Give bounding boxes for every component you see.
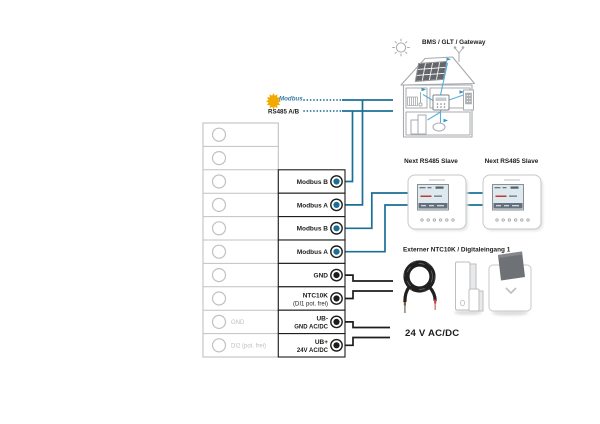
- card-switch-icon: [488, 251, 532, 316]
- door-contact-icon: [454, 261, 484, 315]
- left-terminal-circles: [211, 127, 227, 353]
- slave2-label: Next RS485 Slave: [485, 158, 539, 165]
- terminal-label-modbus-a2: Modbus A: [297, 249, 328, 256]
- rs485-slave-device-1: [408, 175, 468, 231]
- terminal-label-ub-minus: UB-: [316, 316, 328, 323]
- terminal-label-modbus-b2: Modbus B: [297, 226, 329, 233]
- gateway-panel-icon: [432, 94, 450, 111]
- modbus-label: Modbus: [279, 96, 303, 103]
- left-row-di2-label: DI2 (pot. frei): [231, 343, 266, 349]
- terminal-sublabel-ntc10k: (DI1 pot. frei): [293, 301, 328, 307]
- terminal-label-modbus-b1: Modbus B: [297, 179, 329, 186]
- terminal-boxes: [277, 169, 346, 358]
- bms-label: BMS / GLT / Gateway: [422, 39, 486, 46]
- sun-icon: [392, 38, 410, 57]
- modbus-bus-lines: [303, 99, 393, 112]
- pump-icon: [432, 122, 446, 132]
- modbus-wires: [336, 100, 483, 253]
- terminal-block: GND DI2 (pot. frei) Modbus B Modbus A Mo…: [202, 122, 346, 358]
- terminal-label-modbus-a1: Modbus A: [297, 202, 328, 209]
- antenna-icon: [453, 46, 465, 62]
- rs485-slave-device-2: [483, 175, 543, 231]
- power-label: 24 V AC/DC: [405, 328, 459, 339]
- bms-house-icon: [392, 38, 476, 138]
- terminal-sublabel-ub-plus: 24V AC/DC: [297, 348, 329, 354]
- terminal-connectors: [330, 175, 343, 352]
- thermometer-icon: [418, 92, 423, 107]
- terminal-label-ub-plus: UB+: [315, 339, 328, 346]
- ntc-cable-icon: [403, 260, 437, 313]
- house-network-nodes: [421, 57, 464, 123]
- terminal-label-ntc10k: NTC10K: [303, 292, 329, 299]
- boiler-icon: [410, 114, 427, 135]
- house-network-lines: [422, 62, 464, 123]
- door-unit-icon: [463, 89, 474, 111]
- radiator-icon: [407, 96, 418, 106]
- modbus-star-icon: [266, 93, 281, 110]
- slave1-label: Next RS485 Slave: [404, 158, 458, 165]
- terminal-sublabel-ub-minus: GND AC/DC: [294, 325, 328, 331]
- solar-panel-icon: [414, 61, 448, 82]
- modbus-logo: Modbus: [266, 93, 303, 110]
- terminal-label-gnd: GND: [314, 273, 329, 280]
- external-label: Externer NTC10K / Digitaleingang 1: [403, 247, 511, 254]
- rs485-label: RS485 A/B: [268, 109, 300, 116]
- left-row-gnd-label: GND: [231, 320, 245, 326]
